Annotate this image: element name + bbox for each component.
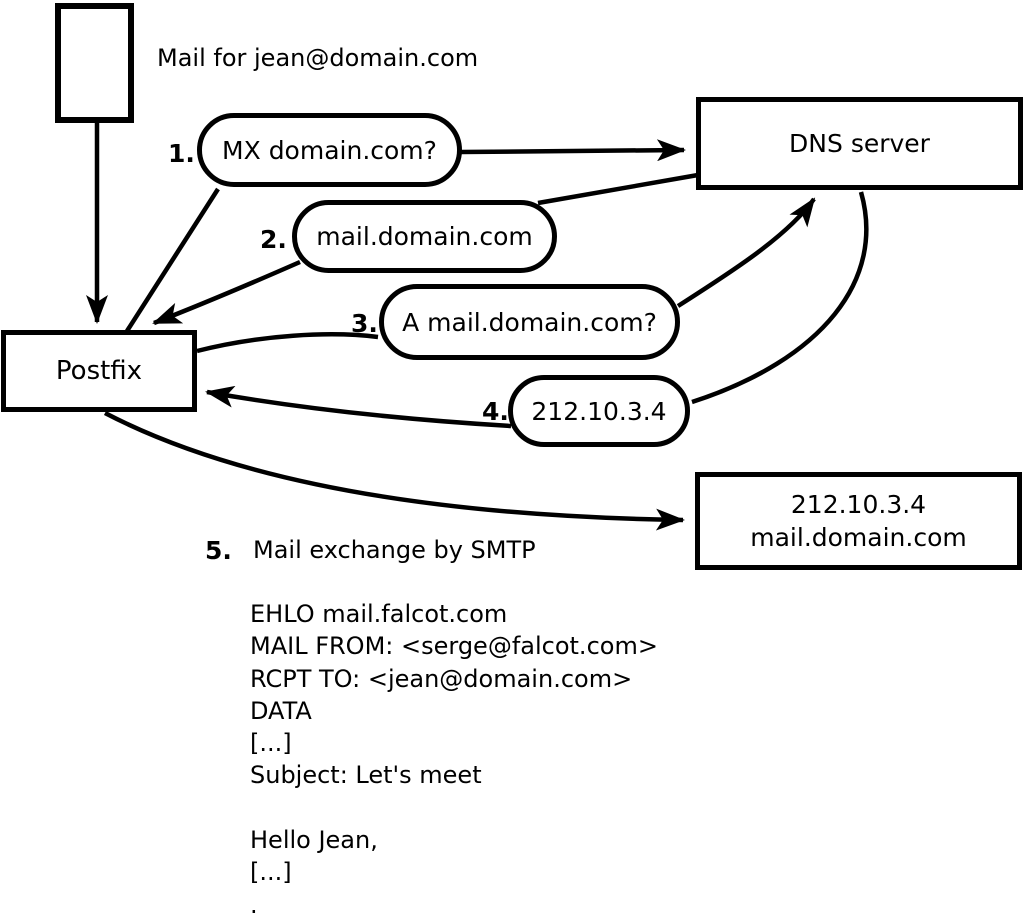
smtp-line xyxy=(250,792,658,824)
reply-mx-pill: mail.domain.com xyxy=(292,200,557,273)
step-4-number: 4. xyxy=(482,397,509,426)
postfix-label: Postfix xyxy=(55,355,143,386)
line-postfix-to-query1 xyxy=(125,187,220,333)
query-a-label: A mail.domain.com? xyxy=(402,307,657,337)
query-mx-label: MX domain.com? xyxy=(222,135,437,165)
query-mx-pill: MX domain.com? xyxy=(197,113,462,187)
arrow-smtp-exchange xyxy=(103,411,685,531)
step-5-label: Mail exchange by SMTP xyxy=(253,536,536,564)
arrow-query3-to-dns xyxy=(676,197,816,308)
smtp-line: Hello Jean, xyxy=(250,826,378,855)
dns-server-box: DNS server xyxy=(696,97,1023,190)
smtp-line: [...] xyxy=(250,729,292,758)
step-2-number: 2. xyxy=(260,225,287,254)
smtp-line: RCPT TO: <jean@domain.com> xyxy=(250,664,633,693)
smtp-line: DATA xyxy=(250,696,312,725)
line-postfix-to-query3 xyxy=(196,332,379,354)
smtp-line: MAIL FROM: <serge@falcot.com> xyxy=(250,632,658,661)
step-5-number: 5. xyxy=(205,536,232,565)
target-hostname: mail.domain.com xyxy=(750,523,967,552)
line-dns-to-reply2 xyxy=(537,172,699,206)
target-server-box: 212.10.3.4 mail.domain.com xyxy=(695,472,1022,570)
line-dns-to-reply4 xyxy=(691,191,869,405)
target-server-label: 212.10.3.4 mail.domain.com xyxy=(750,488,966,554)
step-1-number: 1. xyxy=(168,139,195,168)
dns-server-label: DNS server xyxy=(789,129,930,158)
smtp-line: Subject: Let's meet xyxy=(250,761,482,790)
smtp-line: . xyxy=(250,890,258,919)
reply-a-pill: 212.10.3.4 xyxy=(508,375,690,447)
smtp-line: EHLO mail.falcot.com xyxy=(250,600,508,628)
target-ip: 212.10.3.4 xyxy=(790,490,927,519)
query-a-pill: A mail.domain.com? xyxy=(379,284,680,360)
reply-mx-label: mail.domain.com xyxy=(316,222,533,251)
arrow-reply2-to-postfix xyxy=(152,259,301,326)
reply-a-label: 212.10.3.4 xyxy=(531,396,667,426)
smtp-line: [...] xyxy=(250,858,292,887)
postfix-box: Postfix xyxy=(1,330,197,412)
arrow-query1-to-dns xyxy=(460,139,686,162)
step-3-number: 3. xyxy=(351,309,378,338)
mail-title: Mail for jean@domain.com xyxy=(157,44,479,72)
smtp-session-text: EHLO mail.falcot.com MAIL FROM: <serge@f… xyxy=(250,598,658,919)
arrow-reply4-to-postfix xyxy=(205,385,512,429)
mail-message-icon xyxy=(55,3,134,123)
